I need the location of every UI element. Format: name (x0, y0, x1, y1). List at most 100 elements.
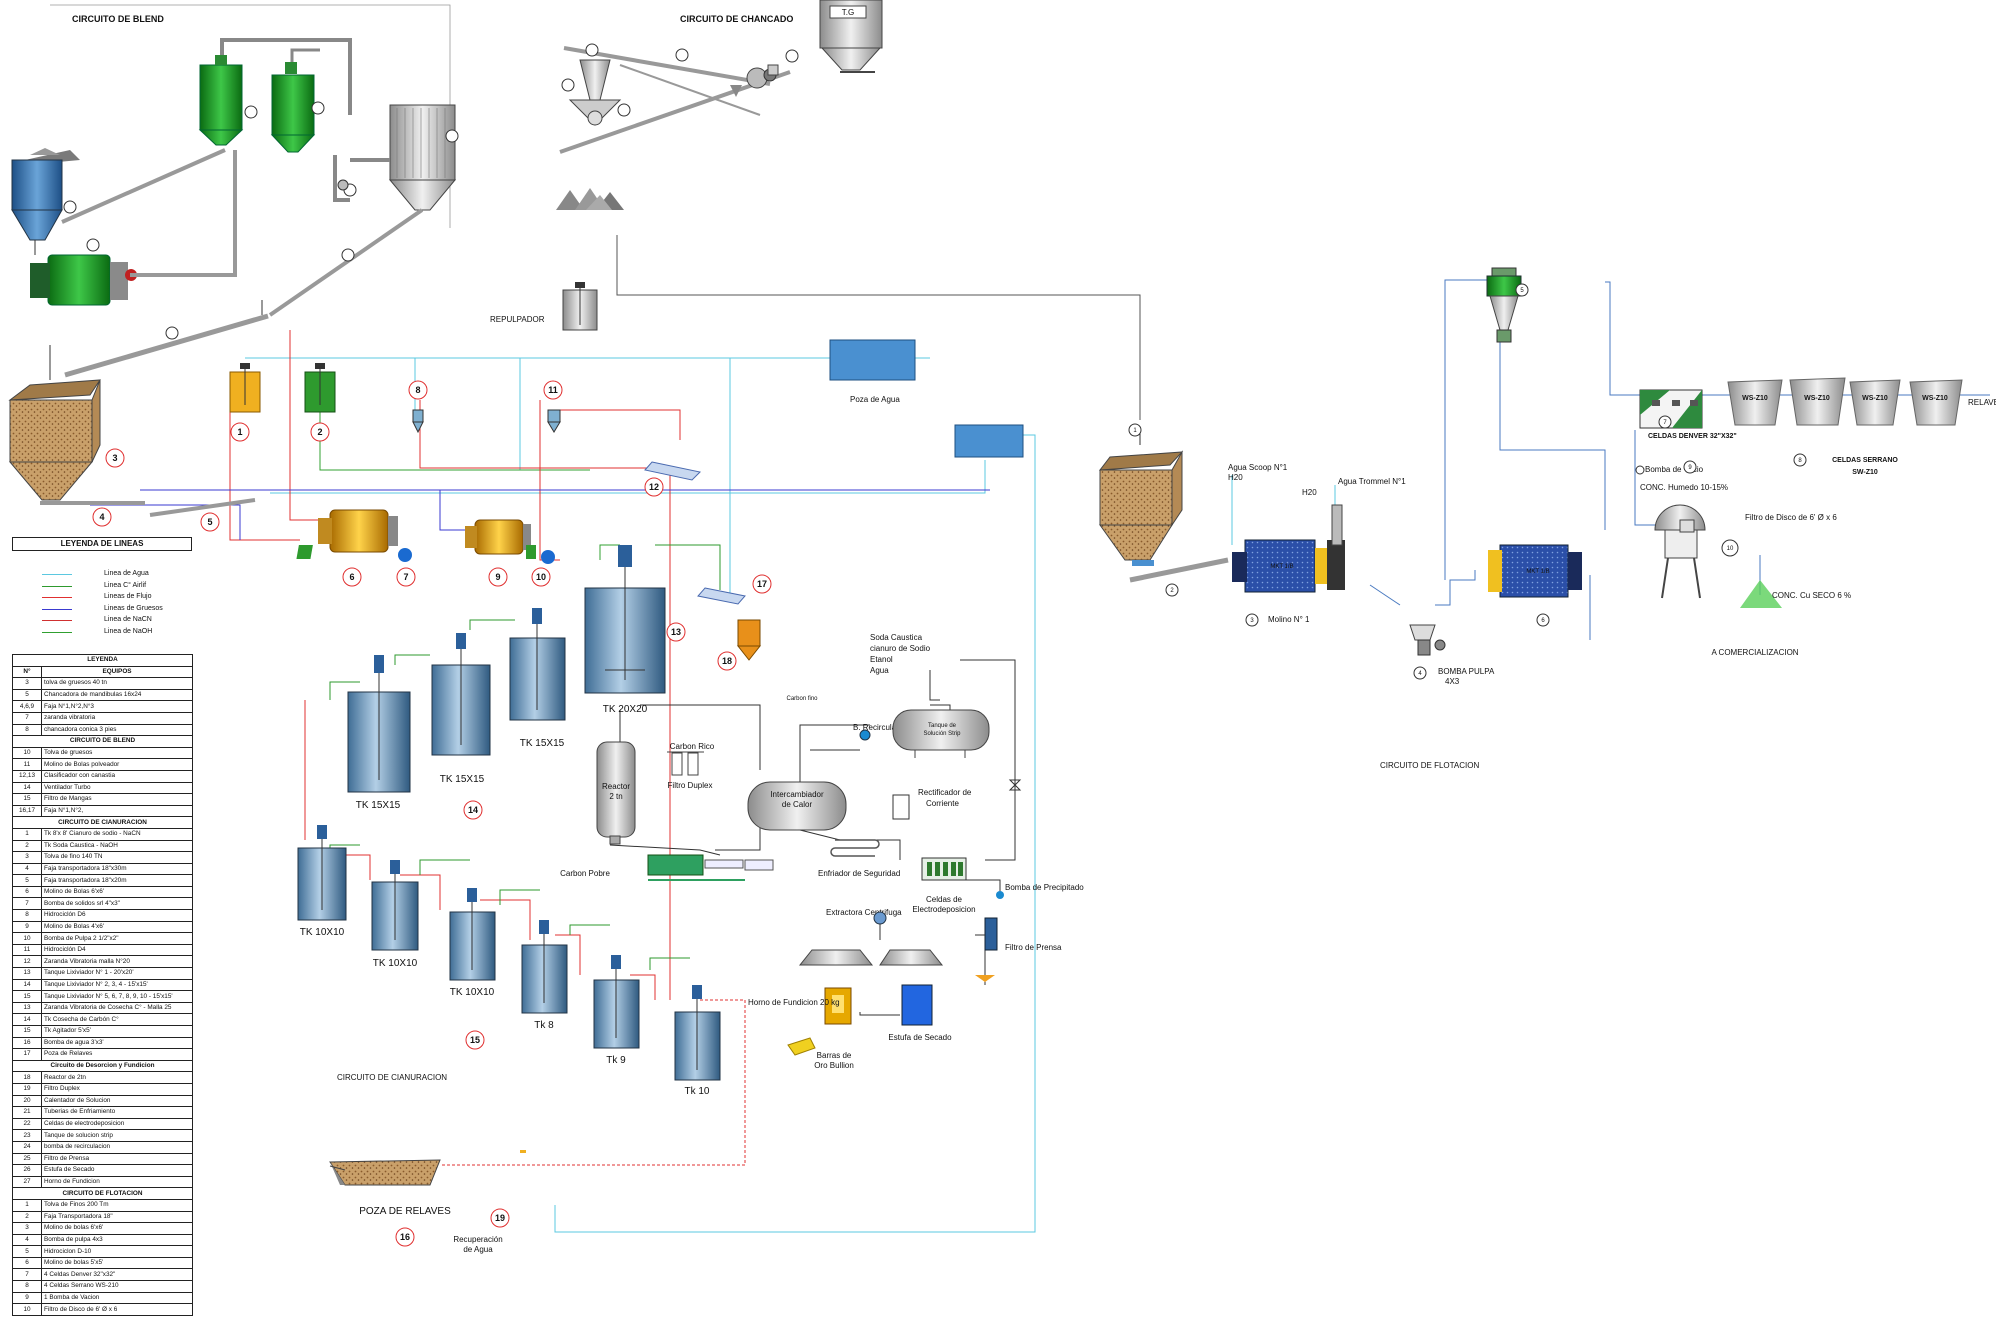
title-flotacion: CIRCUITO DE FLOTACION (1380, 761, 1479, 770)
celdas-serrano-label-1: CELDAS SERRANO (1832, 457, 1898, 464)
legend-line-swatch (42, 597, 72, 598)
table-cell-number: 7 (12, 897, 42, 911)
table-cell-equipment: Celdas de electrodeposicion (41, 1117, 193, 1131)
table-cell-equipment: Tolva de Finos 200 Tm (41, 1198, 193, 1212)
table-cell-equipment: Molino de Bolas 4'x6' (41, 920, 193, 934)
tk-15x15-a-label: TK 15X15 (356, 800, 401, 811)
table-cell-number: 16,17 (12, 804, 42, 818)
table-cell-equipment: Tolva de fino 140 TN (41, 851, 193, 864)
table-cell-equipment: Zaranda Vibratoria de Cosecha C° - Malla… (41, 1001, 193, 1015)
tk-10x10-b-label: TK 10X10 (373, 958, 418, 969)
table-cell-number: 2 (12, 839, 42, 853)
table-row: Circuito de Desorcion y Fundicion (12, 1059, 193, 1073)
table-cell-number: 5 (12, 688, 42, 702)
legend-col-n: N° (12, 665, 42, 679)
table-cell-equipment: Faja transportadora 18"x20m (41, 874, 193, 887)
legend-line-label: Lineas de Gruesos (104, 604, 163, 612)
table-cell-number: 17 (12, 1048, 42, 1061)
horno-fundicion (787, 987, 852, 1056)
number-tags-flot (1128, 283, 1807, 680)
estufa-secado (901, 984, 933, 1026)
table-cell-number: 5 (12, 1245, 42, 1258)
soda-label-3: Etanol (870, 655, 893, 664)
table-cell-number: 9 (12, 920, 42, 934)
bomba-precipitado-label: Bomba de Precipitado (1005, 883, 1084, 892)
valve (1008, 779, 1022, 791)
legend-line-item: Linea de NaCN (42, 614, 163, 626)
table-section-header: CIRCUITO DE FLOTACION (12, 1187, 193, 1200)
table-cell-equipment: tolva de gruesos 40 tn (41, 677, 193, 690)
legend-line-swatch (42, 574, 72, 575)
table-cell-equipment: Molino de bolas 6'x6' (41, 1222, 193, 1235)
legend-line-swatch (42, 585, 72, 587)
bomba-pulpa-label-1: BOMBA PULPA (1438, 667, 1495, 676)
hidrociclon-11 (547, 409, 561, 433)
ws-2: WS-Z10 (1804, 395, 1830, 402)
table-cell-equipment: Tanque de solucion strip (41, 1129, 193, 1142)
table-cell-number: 13 (12, 967, 42, 980)
relaves-marker (520, 1150, 526, 1153)
h20-label: H20 (1302, 488, 1317, 497)
table-cell-equipment: Molino de bolas 5'x5' (41, 1256, 193, 1270)
tk-15x15-b-label: TK 15X15 (440, 774, 485, 785)
table-cell-number: 15 (12, 1025, 42, 1038)
tk-20x20-label: TK 20X20 (603, 704, 648, 715)
bomba-vacio-icon (1635, 465, 1645, 475)
water-tank-2 (954, 424, 1024, 458)
molino-bolas-6 (296, 509, 398, 559)
rectificador-label-1: Rectificador de (918, 788, 972, 797)
table-cell-equipment: 4 Celdas Serrano WS-210 (41, 1280, 193, 1293)
soda-label-2: cianuro de Sodio (870, 644, 931, 653)
filtro-duplex (667, 751, 704, 776)
carbon-fino-label: Carbon fino (786, 696, 818, 702)
table-cell-equipment: Filtro de Mangas (41, 793, 193, 806)
table-row: CIRCUITO DE BLEND (12, 735, 193, 748)
title-chancado: CIRCUITO DE CHANCADO (680, 14, 793, 24)
table-cell-equipment: Faja N°1,N°2,N°3 (41, 700, 193, 713)
tank-nacn (229, 363, 261, 413)
blend-ball-mill (30, 238, 137, 306)
table-cell-number: 11 (12, 758, 42, 771)
table-section-header: CIRCUITO DE BLEND (12, 735, 193, 748)
recuperacion-label-2: de Agua (463, 1245, 493, 1254)
table-cell-number: 14 (12, 1013, 42, 1026)
recirculation-pump (859, 729, 871, 741)
barras-label-1: Barras de (817, 1051, 852, 1060)
filtro-disco (1654, 504, 1706, 599)
table-cell-equipment: Faja Transportadora 18" (41, 1210, 193, 1224)
legend-line-label: Linea de NaCN (104, 616, 152, 623)
carbon-rico-label: Carbon Rico (670, 742, 715, 751)
reactor (596, 741, 636, 845)
table-cell-number: 18 (12, 1071, 42, 1084)
ws-3: WS-Z10 (1862, 395, 1888, 402)
table-cell-equipment: zaranda vibratoria (41, 711, 193, 725)
tk-10x10-a-label: TK 10X10 (300, 927, 345, 938)
blend-classifiers (61, 38, 357, 277)
table-cell-number: 9 (12, 1291, 42, 1305)
table-cell-equipment: Tk 8'x 8' Cianuro de sodio - NaCN (41, 827, 193, 841)
bomba-pulpa-label-2: 4X3 (1445, 677, 1460, 686)
zaranda-17 (697, 587, 746, 605)
number-tags (92, 380, 772, 1247)
recuperacion-label-1: Recuperación (453, 1235, 502, 1244)
agua-trommel-label: Agua Trommel N°1 (1338, 477, 1406, 486)
